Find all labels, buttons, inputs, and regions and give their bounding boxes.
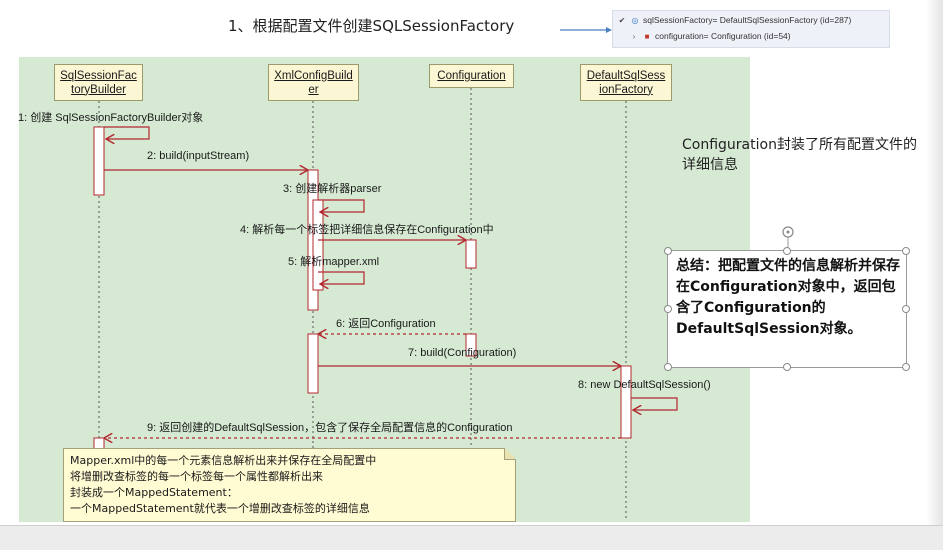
resize-handle[interactable] [783, 247, 791, 255]
debug-row-label: configuration= Configuration (id=54) [655, 31, 791, 41]
activation-bar [93, 126, 105, 196]
resize-handle[interactable] [664, 305, 672, 313]
field-icon: ■ [644, 31, 650, 41]
mapped-statement-note: Mapper.xml中的每一个元素信息解析出来并保存在全局配置中 将增删改查标签… [63, 448, 516, 522]
self-message-arrow [104, 126, 150, 139]
note-line: 一个MappedStatement就代表一个增删改查标签的详细信息 [70, 502, 370, 515]
lifeline-head: SqlSessionFac toryBuilder [54, 64, 143, 101]
lifeline-head: DefaultSqlSess ionFactory [580, 64, 672, 101]
message-label: 8: new DefaultSqlSession() [578, 379, 711, 391]
resize-handle[interactable] [783, 363, 791, 371]
debug-variables-panel: ✔ ◎ sqlSessionFactory= DefaultSqlSession… [612, 10, 890, 48]
message-label: 9: 返回创建的DefaultSqlSession，包含了保存全局配置信息的Co… [147, 422, 513, 434]
activation-bar [307, 333, 319, 394]
resize-handle[interactable] [902, 363, 910, 371]
message-label: 7: build(Configuration) [408, 347, 517, 359]
message-label: 1: 创建 SqlSessionFactoryBuilder对象 [18, 112, 204, 124]
note-line: 将增删改查标签的每一个标签每一个属性都解析出来 [70, 470, 323, 483]
note-fold-corner [504, 448, 516, 460]
slide-title: 1、根据配置文件创建SQLSessionFactory [228, 17, 515, 35]
message-label: 6: 返回Configuration [336, 318, 436, 330]
message-label: 5: 解析mapper.xml [288, 256, 380, 268]
diagram-background [19, 57, 750, 522]
message-label: 4: 解析每一个标签把详细信息保存在Configuration中 [240, 224, 494, 236]
self-message-arrow [631, 397, 678, 410]
debug-row-label: sqlSessionFactory= DefaultSqlSessionFact… [643, 15, 852, 25]
check-icon: ✔ [618, 15, 626, 25]
activation-bar [620, 365, 632, 439]
message-label: 2: build(inputStream) [147, 150, 250, 162]
lifeline-head: Configuration [429, 64, 514, 88]
note-line: Mapper.xml中的每一个元素信息解析出来并保存在全局配置中 [70, 454, 377, 467]
activation-bar [465, 239, 477, 269]
resize-handle[interactable] [902, 247, 910, 255]
debug-row-session-factory[interactable]: ✔ ◎ sqlSessionFactory= DefaultSqlSession… [617, 13, 852, 27]
resize-handle[interactable] [902, 305, 910, 313]
activation-bar [465, 333, 477, 357]
summary-text: 总结：把配置文件的信息解析并保存在Configuration对象中，返回包含了C… [676, 258, 900, 337]
bottom-status-bar [0, 525, 943, 550]
expand-chevron-icon[interactable]: › [632, 31, 636, 41]
resize-handle[interactable] [664, 247, 672, 255]
note-line: 封装成一个MappedStatement： [70, 486, 238, 499]
message-label: 3: 创建解析器parser [283, 183, 382, 195]
self-message-arrow [318, 271, 365, 284]
debug-row-configuration[interactable]: › ■ configuration= Configuration (id=54) [629, 29, 791, 43]
self-message-arrow [318, 199, 365, 212]
variable-icon: ◎ [631, 15, 639, 25]
activation-bar [312, 199, 324, 291]
resize-handle[interactable] [664, 363, 672, 371]
title-arrow [560, 27, 612, 33]
configuration-description: Configuration封装了所有配置文件的详细信息 [682, 137, 917, 173]
lifeline-head: XmlConfigBuild er [268, 64, 359, 101]
window-edge [926, 0, 943, 525]
